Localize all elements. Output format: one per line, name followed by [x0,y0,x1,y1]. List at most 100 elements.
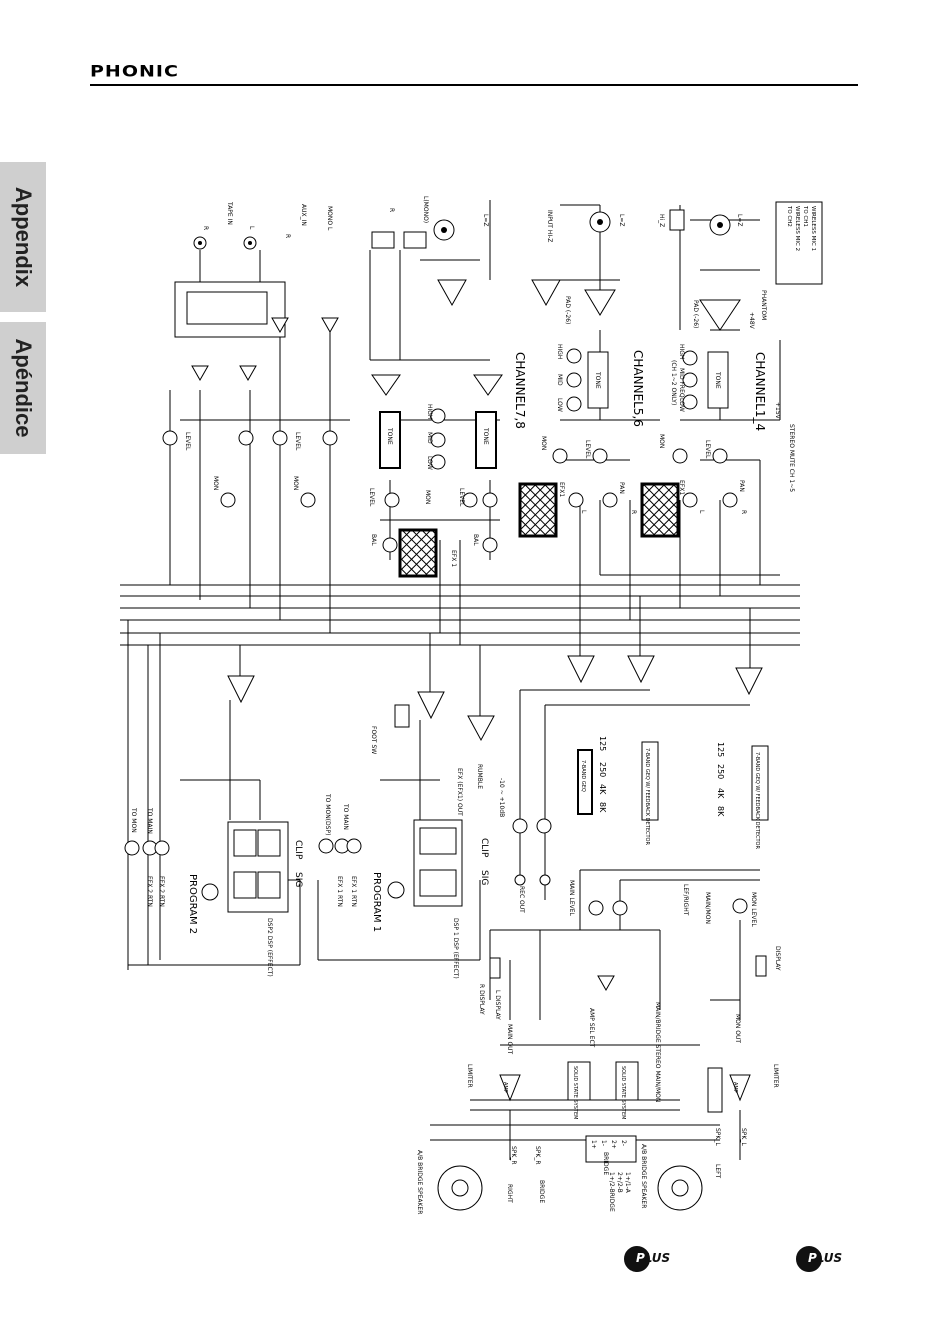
eq-knob-low[interactable] [566,396,582,412]
eq-knob-mid[interactable] [566,372,582,388]
mon-knob[interactable] [672,448,688,464]
eq-knob-high[interactable] [566,348,582,364]
tone-block-r [379,411,401,469]
feedback-label-top: 7-BAND GEQ W/ FEEDBACK DETECTOR [644,748,650,845]
channel-5-6 [518,211,618,538]
side-tab-appendix[interactable]: Appendix [0,162,46,312]
to-main-label-2: TO MAIN [146,807,153,834]
aux-level-label: LEVEL [294,432,301,451]
ch14-eq-high: HIGH [678,344,685,359]
display-icon [755,955,767,977]
returns-section [162,236,339,508]
tape-in-label: TAPE IN [226,201,233,225]
ch78-eq-high: HIGH [426,404,433,419]
program1-knob[interactable] [387,881,405,899]
level-knob[interactable] [384,492,400,508]
r-display-icon [489,957,501,979]
clip-label-1: CLIP [479,838,489,858]
efx2-rtn-label-a: EFX 2 RTN [146,876,153,907]
solid-state-label-2: SOLID STATE SYSTEM [620,1066,626,1119]
phantom-label: PHANTOM [760,290,767,320]
ch56-level: LEVEL [584,440,591,459]
efx1-knob[interactable] [682,492,698,508]
lef-right-label: LEF/RIGHT [682,884,689,916]
eq-knob-mid[interactable] [682,372,698,388]
amp-select-label: AMP SEL ECT [588,1008,595,1048]
main-level-knob[interactable] [588,900,604,916]
ch56-mic-label: L=Z [618,214,625,226]
level-knob[interactable] [272,430,288,446]
eq-knob-high[interactable] [430,408,446,424]
eq-knob-low[interactable] [430,454,446,470]
efx2-rtn-knob[interactable] [154,840,170,856]
rec-gain-knob[interactable] [536,818,552,834]
efx1-rtn-knob[interactable] [346,838,362,854]
ch78-bal-l: BAL [472,534,479,546]
bal-knob[interactable] [382,537,398,553]
program2-knob[interactable] [201,883,219,901]
power-amp-icon [729,1074,751,1102]
efx2-rtn-label-b: EFX 2 RTN [158,876,165,907]
tone-block-l [475,411,497,469]
mon-level-label: MON LEVEL [750,892,757,927]
feedback-detector-box [641,741,659,821]
ch14-tone: TONE [714,371,721,389]
mon-knob[interactable] [482,492,498,508]
ch14-eq-low: LOW [678,398,685,412]
band-4k-top: 4K [598,784,607,795]
solid-state-box [567,1061,591,1101]
mon-knob[interactable] [552,448,568,464]
ch56-mon: MON [540,436,547,450]
left-label: LEFT [714,1164,721,1178]
amp-section [437,1061,751,1211]
pan-knob[interactable] [602,492,618,508]
ch14-mic-label: L=Z [736,214,743,226]
diagram-labels: CHANNEL1_4 CHANNEL5,6 CHANNEL7,8 WIRELES… [130,196,816,1214]
eq-knob-mid[interactable] [430,432,446,448]
plus-logo-right: PLUS [796,1246,864,1272]
ch56-efx1: EFX1 [558,482,565,497]
mon-knob[interactable] [300,492,316,508]
mon-knob[interactable] [220,492,236,508]
spk-r-label-a: SPK_R [510,1146,517,1165]
main-level-knob[interactable] [612,900,628,916]
ch56-r: R [630,510,637,514]
buffer-icon [191,365,209,382]
mute-label: STEREO MUTE CH 1~5 [788,424,795,492]
ch56-eq-high: HIGH [556,344,563,359]
pan-knob[interactable] [722,492,738,508]
rec-out-jack-icon [539,874,551,886]
eq-knob-low[interactable] [682,394,698,410]
level-knob[interactable] [462,492,478,508]
to-mon-knob[interactable] [124,840,140,856]
summing-amp-icon [735,667,763,696]
level-knob[interactable] [238,430,254,446]
ch78-tone-l: TONE [482,427,489,445]
ch14-eq-note: (CH 1~2 ONLY) [670,360,677,405]
eq-knob-high[interactable] [682,350,698,366]
spk-l-label-a: SPK_L [714,1128,721,1146]
dsp1-label: DSP 1 DSP (EFFECT) [452,918,459,979]
ch56-pan: PAN [618,482,625,494]
level-knob[interactable] [162,430,178,446]
efx1-knob[interactable] [568,492,584,508]
side-tab-apendice[interactable]: Apéndice [0,322,46,454]
bridge-pin-2m: 2- [620,1140,627,1146]
plus-logo-mark [624,1246,650,1272]
bal-knob[interactable] [482,537,498,553]
summing-amp-icon [627,655,655,684]
to-mon-dsp-knob[interactable] [318,838,334,854]
mon-level-knob[interactable] [732,898,748,914]
level-knob[interactable] [322,430,338,446]
level-knob[interactable] [712,448,728,464]
ch14-l: L [698,510,705,514]
limiter-label-left: LIMITER [466,1064,473,1088]
rumble-knob[interactable] [512,818,528,834]
aux-in-label: AUX_IN [300,204,307,226]
wireless-note-3: WIRELESS MIC 2 [794,206,800,251]
level-knob[interactable] [592,448,608,464]
program1-label: PROGRAM 1 [371,872,382,932]
clip-label-2: CLIP [293,840,303,860]
wiring [120,200,800,1160]
